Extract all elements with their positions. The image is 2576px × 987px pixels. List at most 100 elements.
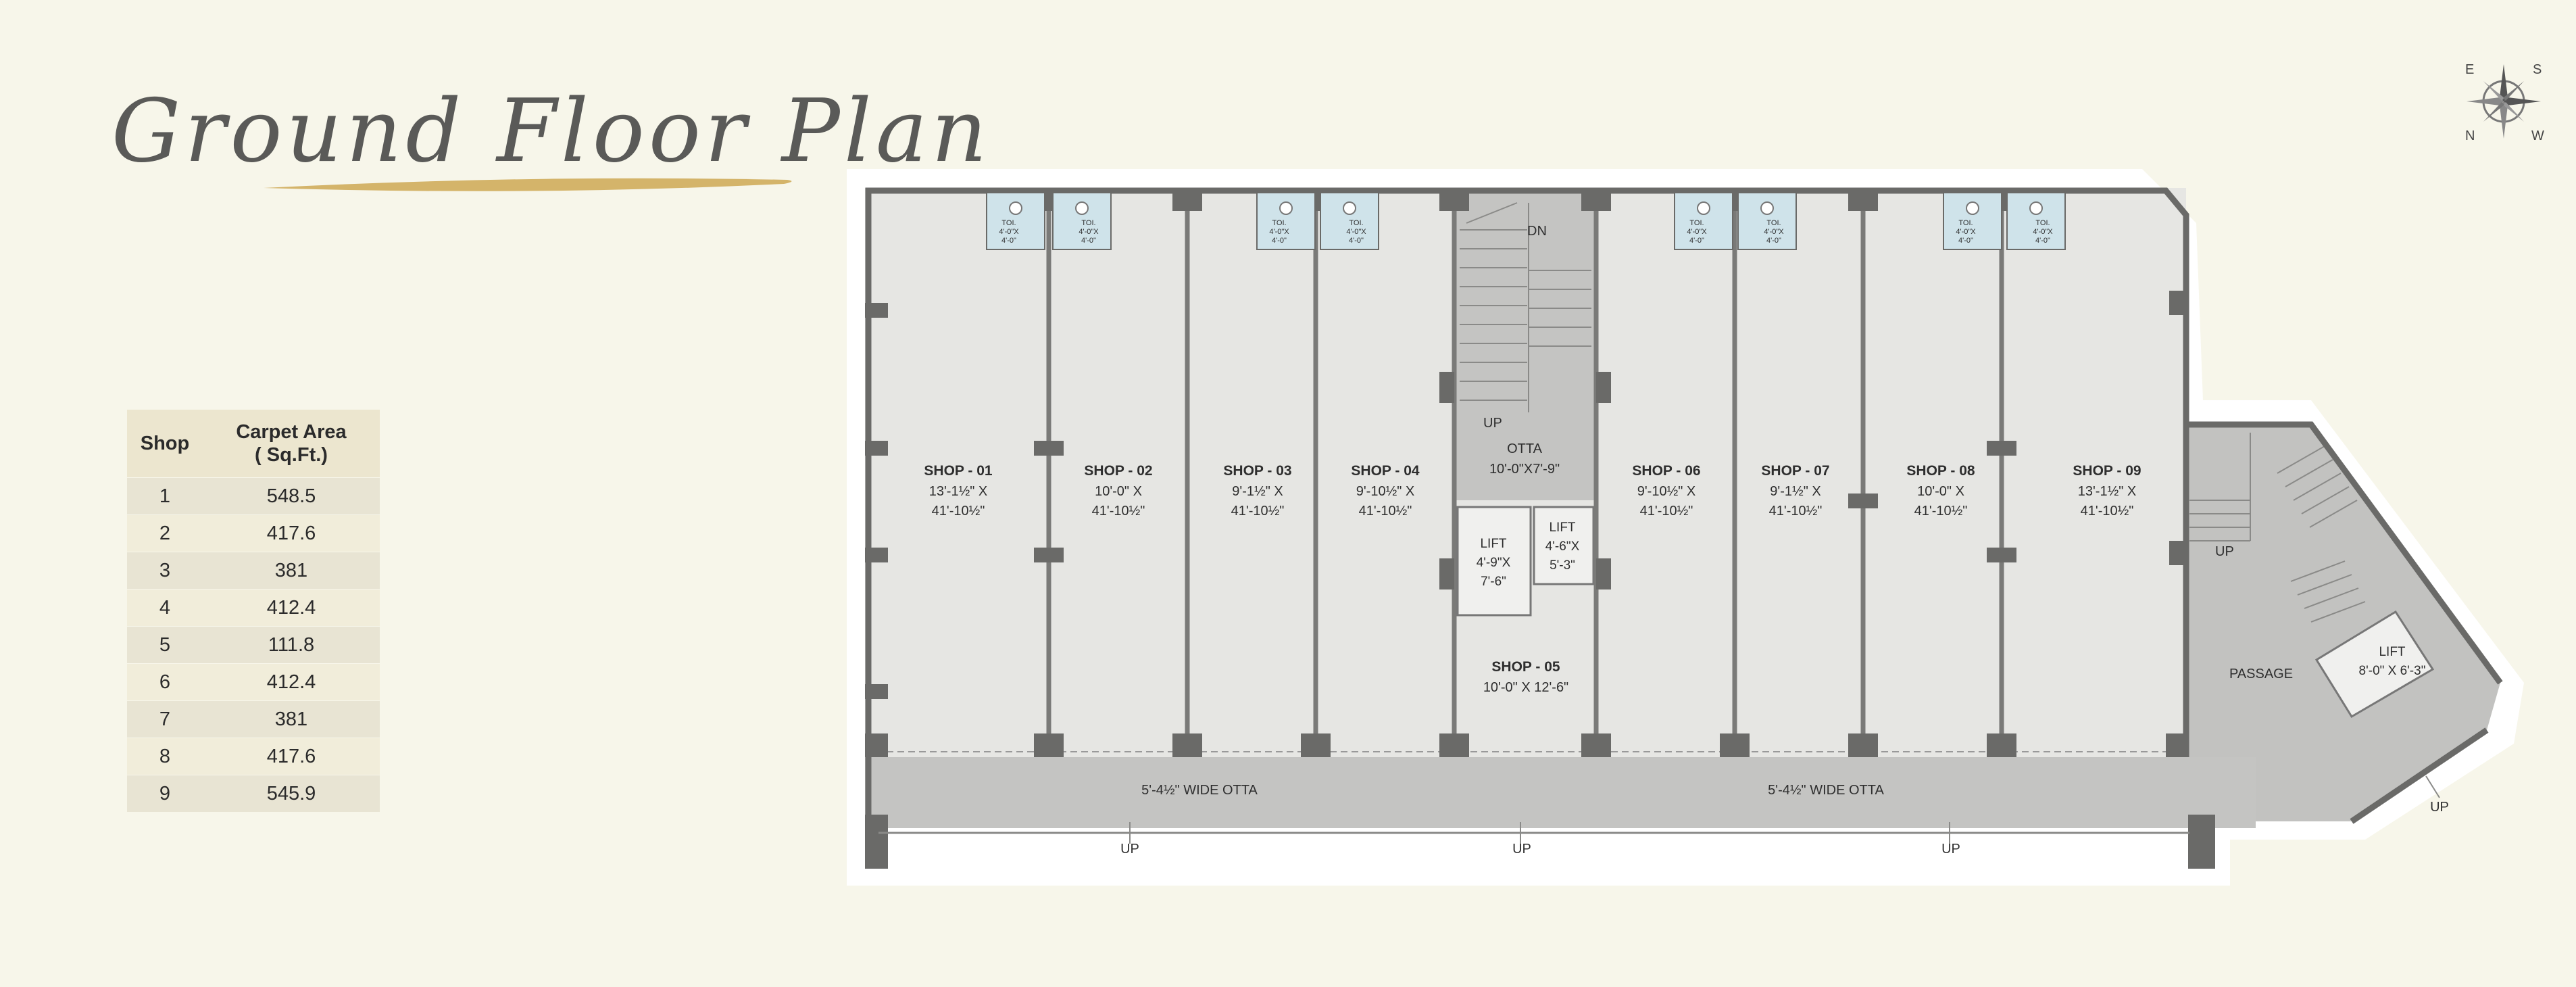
lift-2-dim1: 4'-6"X xyxy=(1545,539,1580,554)
shop-05-label: SHOP - 05 xyxy=(1491,659,1560,675)
toilet-dim1: 4'-0"X xyxy=(1346,228,1366,236)
toilet-dim1: 4'-0"X xyxy=(1687,228,1707,236)
carpet-area-value: 412.4 xyxy=(203,589,380,627)
carpet-area-value: 548.5 xyxy=(203,477,380,515)
table-header-row: Shop Carpet Area( Sq.Ft.) xyxy=(127,410,380,478)
shop-number: 4 xyxy=(127,589,203,627)
header-shop: Shop xyxy=(127,410,203,478)
shop-02-dim1: 10'-0" X xyxy=(1095,484,1142,499)
shop-09-label: SHOP - 09 xyxy=(2073,463,2141,479)
shop-04-dim1: 9'-10½" X xyxy=(1356,484,1415,499)
shop-number: 8 xyxy=(127,738,203,775)
carpet-area-value: 417.6 xyxy=(203,738,380,775)
carpet-area-value: 381 xyxy=(203,552,380,589)
shop-06-label: SHOP - 06 xyxy=(1632,463,1700,479)
shop-01-dim2: 41'-10½" xyxy=(932,504,985,519)
toilet-dim1: 4'-0"X xyxy=(1269,228,1289,236)
toilet-dim2: 4'-0" xyxy=(1766,237,1781,245)
shop-08-dim1: 10'-0" X xyxy=(1917,484,1964,499)
toilet-label: TOI. xyxy=(1766,219,1781,227)
shop-number: 3 xyxy=(127,552,203,589)
header-carpet-area: Carpet Area( Sq.Ft.) xyxy=(203,410,380,478)
shop-number: 9 xyxy=(127,775,203,812)
shop-03-dim2: 41'-10½" xyxy=(1231,504,1285,519)
shop-06-dim1: 9'-10½" X xyxy=(1637,484,1696,499)
toilet-label: TOI. xyxy=(1272,219,1286,227)
toilet-label: TOI. xyxy=(1001,219,1016,227)
compass-south-label: S xyxy=(2533,62,2542,77)
toilet-dim1: 4'-0"X xyxy=(1079,228,1099,236)
toilet-dim2: 4'-0" xyxy=(1001,237,1016,245)
carpet-area-value: 111.8 xyxy=(203,626,380,664)
shop-02-dim2: 41'-10½" xyxy=(1092,504,1145,519)
shop-03-dim1: 9'-1½" X xyxy=(1232,484,1283,499)
title-underline-swash xyxy=(264,178,792,191)
stair-up-label: UP xyxy=(1483,416,1502,431)
shop-07-label: SHOP - 07 xyxy=(1761,463,1829,479)
toilet-dim2: 4'-0" xyxy=(1272,237,1287,245)
shop-08-dim2: 41'-10½" xyxy=(1914,504,1968,519)
compass-north-label: N xyxy=(2465,128,2475,143)
stair-down-label: DN xyxy=(1527,224,1547,239)
shop-02-label: SHOP - 02 xyxy=(1084,463,1152,479)
right-stair-up-label: UP xyxy=(2215,544,2234,559)
shop-03-label: SHOP - 03 xyxy=(1223,463,1291,479)
shop-09-dim1: 13'-1½" X xyxy=(2078,484,2137,499)
shop-08-label: SHOP - 08 xyxy=(1906,463,1975,479)
toilet-dim2: 4'-0" xyxy=(1689,237,1704,245)
up-label-3: UP xyxy=(1941,842,1960,857)
page-title: Ground Floor Plan xyxy=(112,81,991,182)
toilet-label: TOI. xyxy=(2035,219,2050,227)
passage-label: PASSAGE xyxy=(2229,667,2293,681)
shop-09-dim2: 41'-10½" xyxy=(2081,504,2134,519)
otta-label: OTTA xyxy=(1507,441,1543,456)
carpet-area-value: 412.4 xyxy=(203,663,380,701)
lift-2-label: LIFT xyxy=(1549,521,1575,535)
toilet-dim1: 4'-0"X xyxy=(1956,228,1976,236)
lift-1-label: LIFT xyxy=(1480,537,1506,551)
shop-number: 2 xyxy=(127,514,203,552)
toilet-dim1: 4'-0"X xyxy=(1764,228,1784,236)
toilet-label: TOI. xyxy=(1349,219,1363,227)
toilet-label: TOI. xyxy=(1689,219,1704,227)
lift-3-label: LIFT xyxy=(2379,645,2405,659)
wide-otta-right-label: 5'-4½" WIDE OTTA xyxy=(1768,783,1884,798)
carpet-area-value: 417.6 xyxy=(203,514,380,552)
toilet-label: TOI. xyxy=(1081,219,1095,227)
shop-04-dim2: 41'-10½" xyxy=(1359,504,1412,519)
up-label-2: UP xyxy=(1512,842,1531,857)
shop-number: 5 xyxy=(127,626,203,664)
shop-07-dim1: 9'-1½" X xyxy=(1770,484,1820,499)
toilet-dim2: 4'-0" xyxy=(2035,237,2050,245)
compass-rose-icon: E S N W xyxy=(2465,62,2544,143)
lift-1-dim1: 4'-9"X xyxy=(1477,556,1511,570)
shop-01-dim1: 13'-1½" X xyxy=(929,484,988,499)
shop-number: 1 xyxy=(127,477,203,515)
shop-number: 6 xyxy=(127,663,203,701)
carpet-area-value: 381 xyxy=(203,700,380,738)
up-label-1: UP xyxy=(1120,842,1139,857)
carpet-area-value: 545.9 xyxy=(203,775,380,812)
toilet-dim2: 4'-0" xyxy=(1349,237,1364,245)
toilet-dim2: 4'-0" xyxy=(1081,237,1096,245)
lift-1-dim2: 7'-6" xyxy=(1481,575,1506,589)
toilet-dim1: 4'-0"X xyxy=(2033,228,2053,236)
shop-04-label: SHOP - 04 xyxy=(1351,463,1419,479)
lift-2-dim2: 5'-3" xyxy=(1550,558,1575,573)
compass-west-label: W xyxy=(2531,128,2544,143)
toilet-label: TOI. xyxy=(1958,219,1973,227)
otta-dim: 10'-0"X7'-9" xyxy=(1489,462,1560,477)
toilet-dim1: 4'-0"X xyxy=(999,228,1019,236)
compass-east-label: E xyxy=(2465,62,2474,77)
